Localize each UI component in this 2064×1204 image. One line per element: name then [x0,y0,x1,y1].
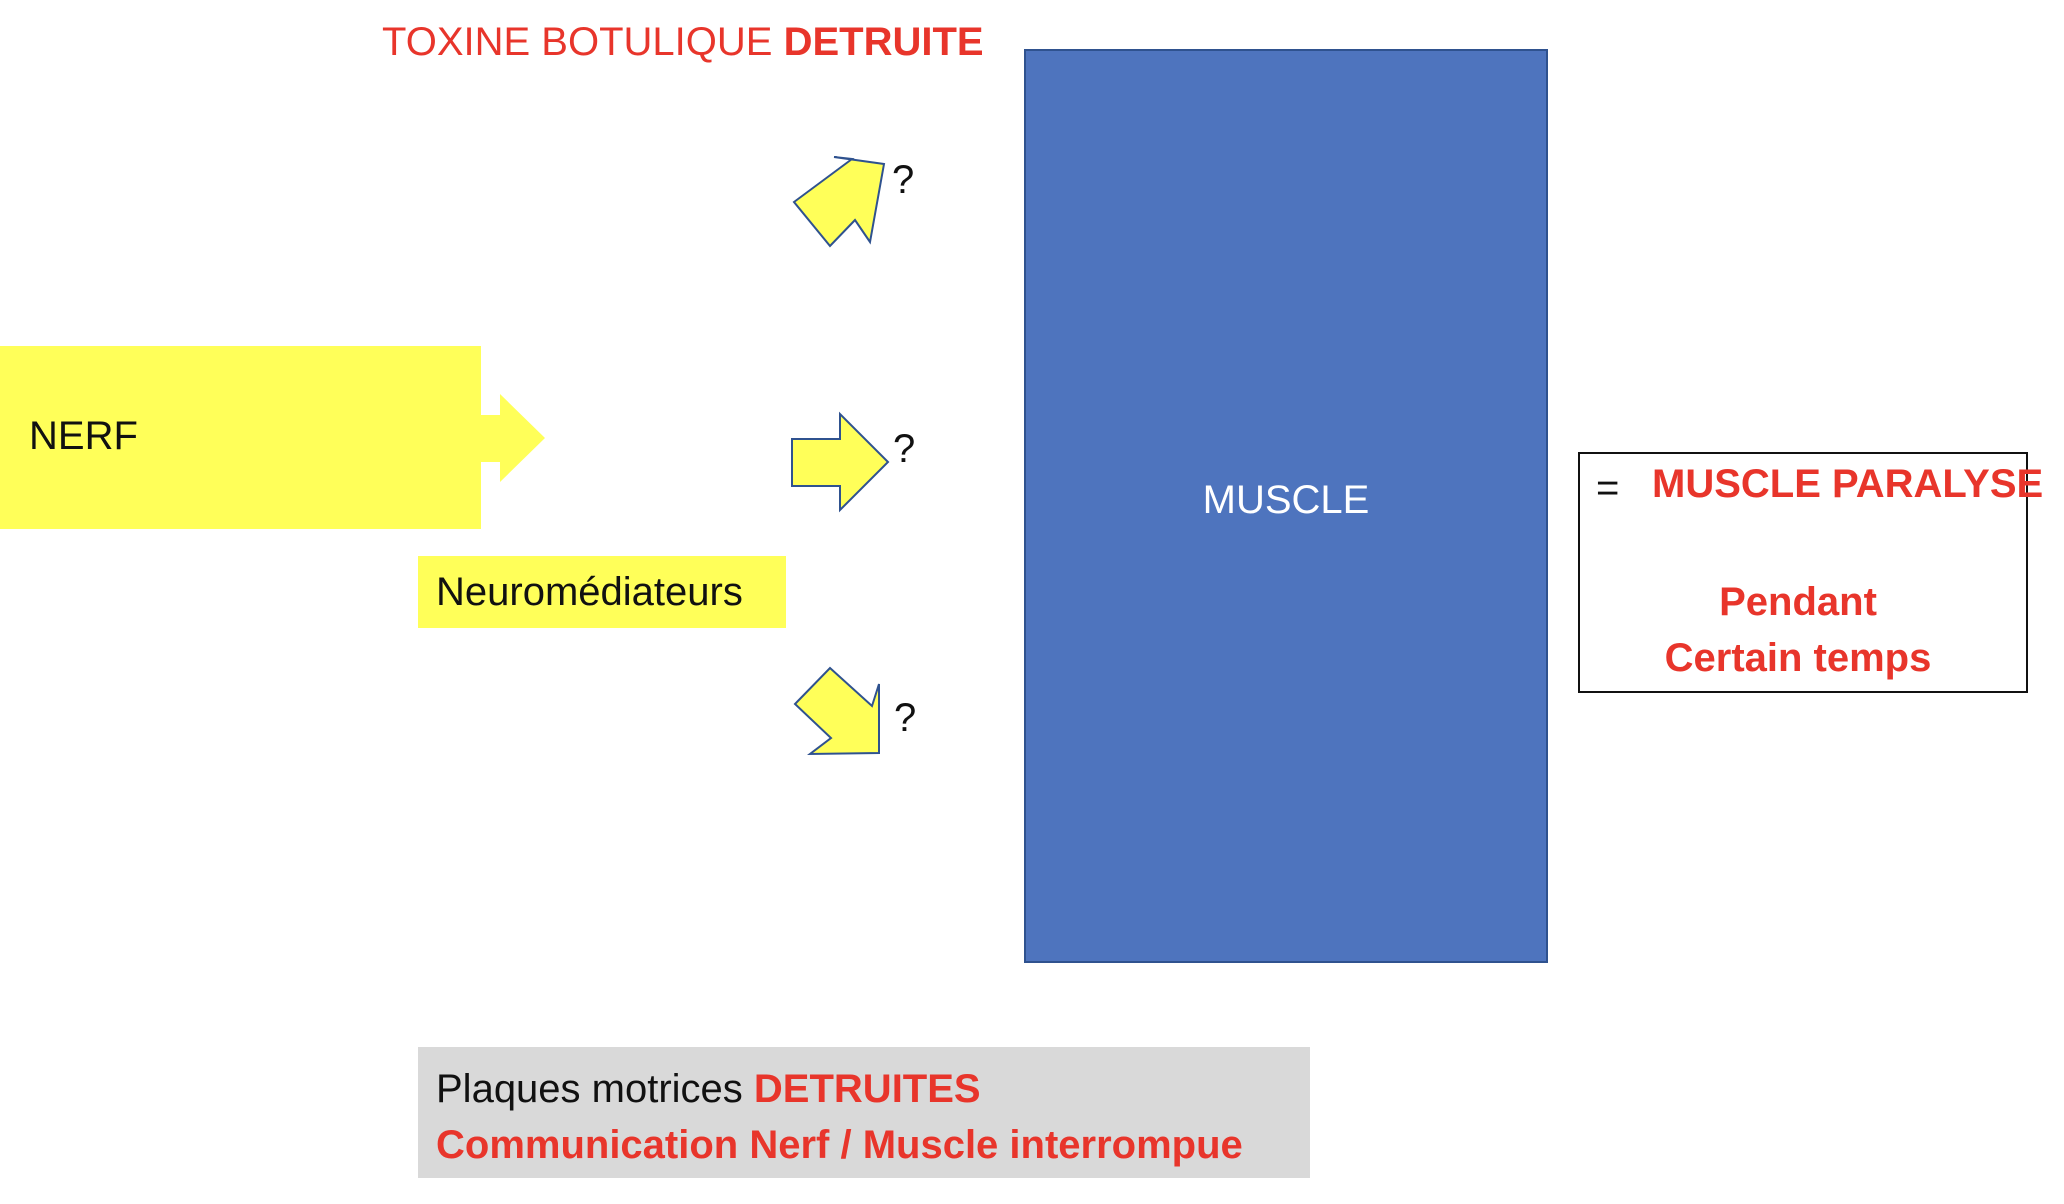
muscle-block [1024,49,1548,963]
question-mark-bottom: ? [894,696,917,740]
bottom-note-line2-text: Communication Nerf / Muscle interrompue [436,1123,1243,1167]
bottom-note-line2: Communication Nerf / Muscle interrompue [436,1117,1310,1173]
result-duration: Pendant Certain temps [1578,574,2018,686]
question-mark-top: ? [892,158,915,202]
result-equals: = [1596,466,1620,510]
nerf-right-arrow [481,394,545,482]
question-mark-middle: ? [893,427,916,471]
arrow-right [791,411,890,513]
title-prefix: TOXINE BOTULIQUE [382,20,784,64]
bottom-note: Plaques motrices DETRUITES Communication… [418,1047,1310,1178]
muscle-label: MUSCLE [1202,478,1370,522]
arrow-up-right [792,156,886,248]
title-emphasis: DETRUITE [783,20,984,64]
arrow-down-right [793,666,880,756]
nerf-block [0,346,481,529]
result-line2: Certain temps [1664,636,1932,680]
neuromediateurs-label: Neuromédiateurs [418,556,786,628]
bottom-note-emphasis: DETRUITES [753,1067,981,1111]
result-line1: Pendant [1719,580,1877,624]
result-box [1578,452,2028,693]
diagram-title: TOXINE BOTULIQUE DETRUITE [382,20,984,65]
result-main: MUSCLE PARALYSE [1652,462,2044,506]
nerf-label: NERF [29,414,138,458]
bottom-note-prefix: Plaques motrices [436,1067,754,1111]
bottom-note-line1: Plaques motrices DETRUITES [436,1061,1310,1117]
